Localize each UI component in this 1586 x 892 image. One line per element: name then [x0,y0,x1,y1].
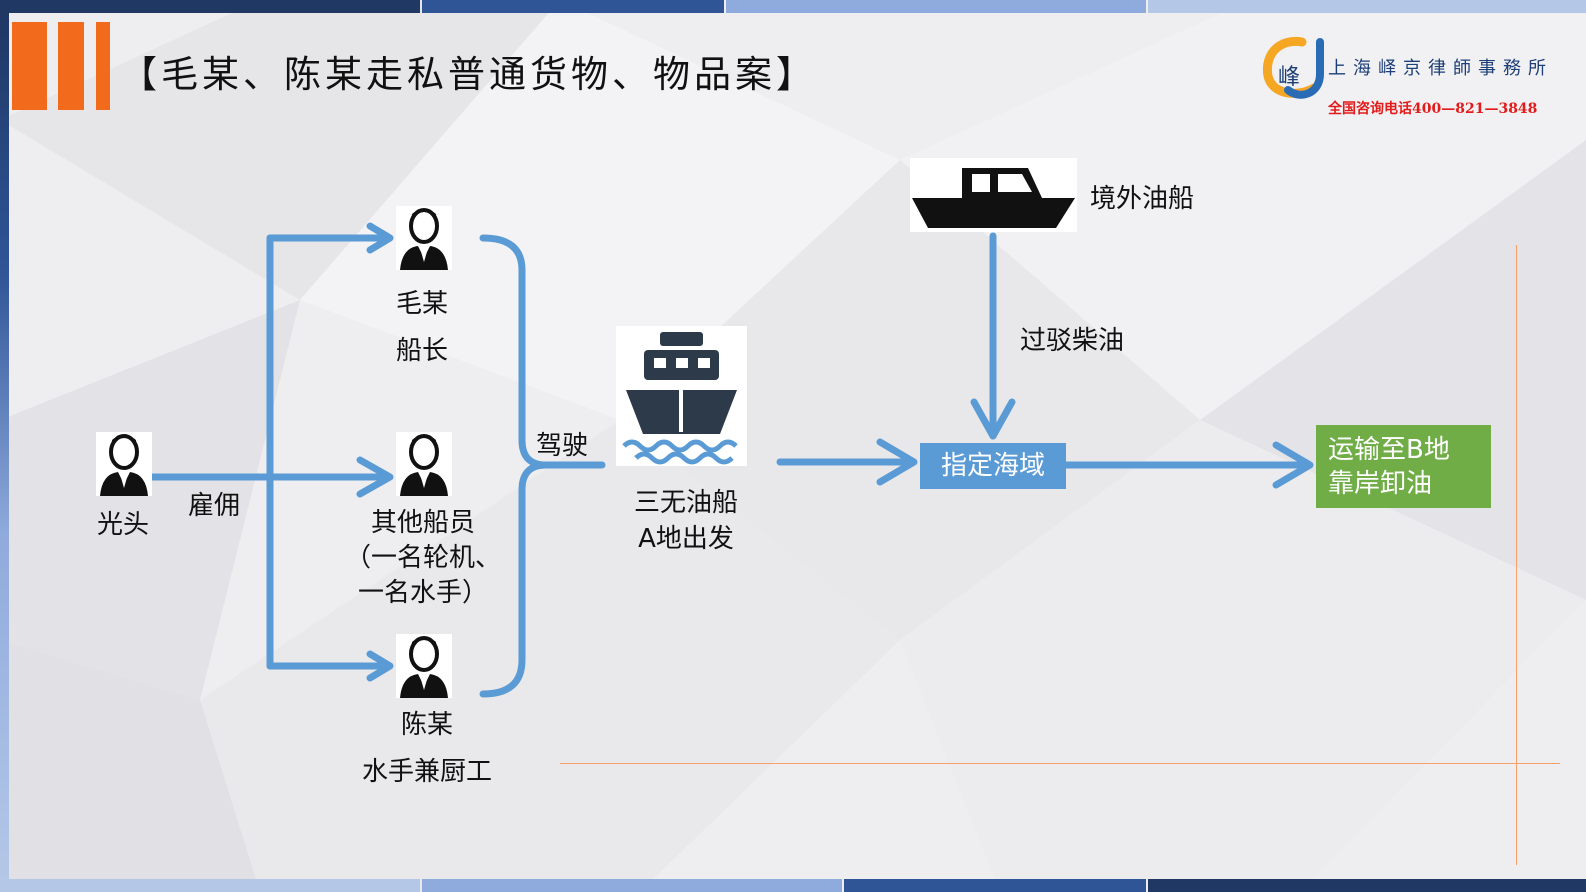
label-chen-role: 水手兼厨工 [361,757,492,787]
cargo-ship-icon [616,326,747,466]
label-crew-detail-2: 一名水手） [357,578,488,608]
label-mao-name: 毛某 [396,289,449,319]
label-chen-name: 陈某 [400,710,453,740]
label-ship-line1: 三无油船 [633,488,738,518]
top-bar-seg-4 [1148,0,1586,13]
person-icon-chen [396,634,452,698]
orange-guide-horizontal [560,763,1560,764]
destination-line1: 运输至B地 [1328,435,1450,465]
label-guangtou: 光头 [97,510,150,540]
bottom-bar-seg-1 [0,879,420,892]
label-drive: 驾驶 [536,431,589,461]
label-mao-role: 船长 [396,336,449,366]
label-crew-detail-1: （一名轮机、 [344,543,501,573]
person-icon-crew [396,432,452,496]
left-edge-strip [0,13,9,879]
arrow-to-chen-head [366,650,394,682]
person-icon-guangtou [96,432,152,496]
firm-phone: 全国咨询电话400—821—3848 [1328,101,1538,117]
crew-brace [479,234,550,698]
orange-guide-vertical [1516,245,1517,865]
top-bar-seg-1 [0,0,420,13]
designated-area-box: 指定海域 [920,443,1066,489]
firm-logo-icon: 峰 [1262,36,1324,99]
arrow-foreign-down-head [970,398,1016,440]
title-accent-block-3 [96,22,110,110]
arrow-to-mao-head [366,222,394,254]
person-icon-mao [396,206,452,270]
page-title: 【毛某、陈某走私普通货物、物品案】 [120,53,817,96]
arrow-ship-to-area-head [876,438,918,486]
title-accent-block-2 [58,22,84,110]
top-bar-seg-2 [422,0,724,13]
arrow-to-crew-head [356,456,394,498]
top-bar-seg-3 [726,0,1146,13]
label-foreign-ship: 境外油船 [1090,184,1195,214]
destination-box: 运输至B地 靠岸卸油 [1316,425,1491,508]
bottom-bar-seg-2 [422,879,842,892]
label-ship-line2: A地出发 [638,524,734,554]
label-transfer: 过驳柴油 [1020,326,1125,356]
bottom-bar-seg-3 [844,879,1146,892]
logo-glyph: 峰 [1278,65,1300,90]
boat-icon [910,158,1077,232]
label-crew-name: 其他船员 [370,508,475,538]
label-hire: 雇佣 [188,491,241,521]
title-accent-block-1 [12,22,47,110]
destination-line2: 靠岸卸油 [1328,469,1433,499]
arrow-area-to-dest-head [1272,441,1314,489]
firm-name: 上海峄京律師事務所 [1328,58,1553,79]
bottom-bar-seg-4 [1148,879,1586,892]
